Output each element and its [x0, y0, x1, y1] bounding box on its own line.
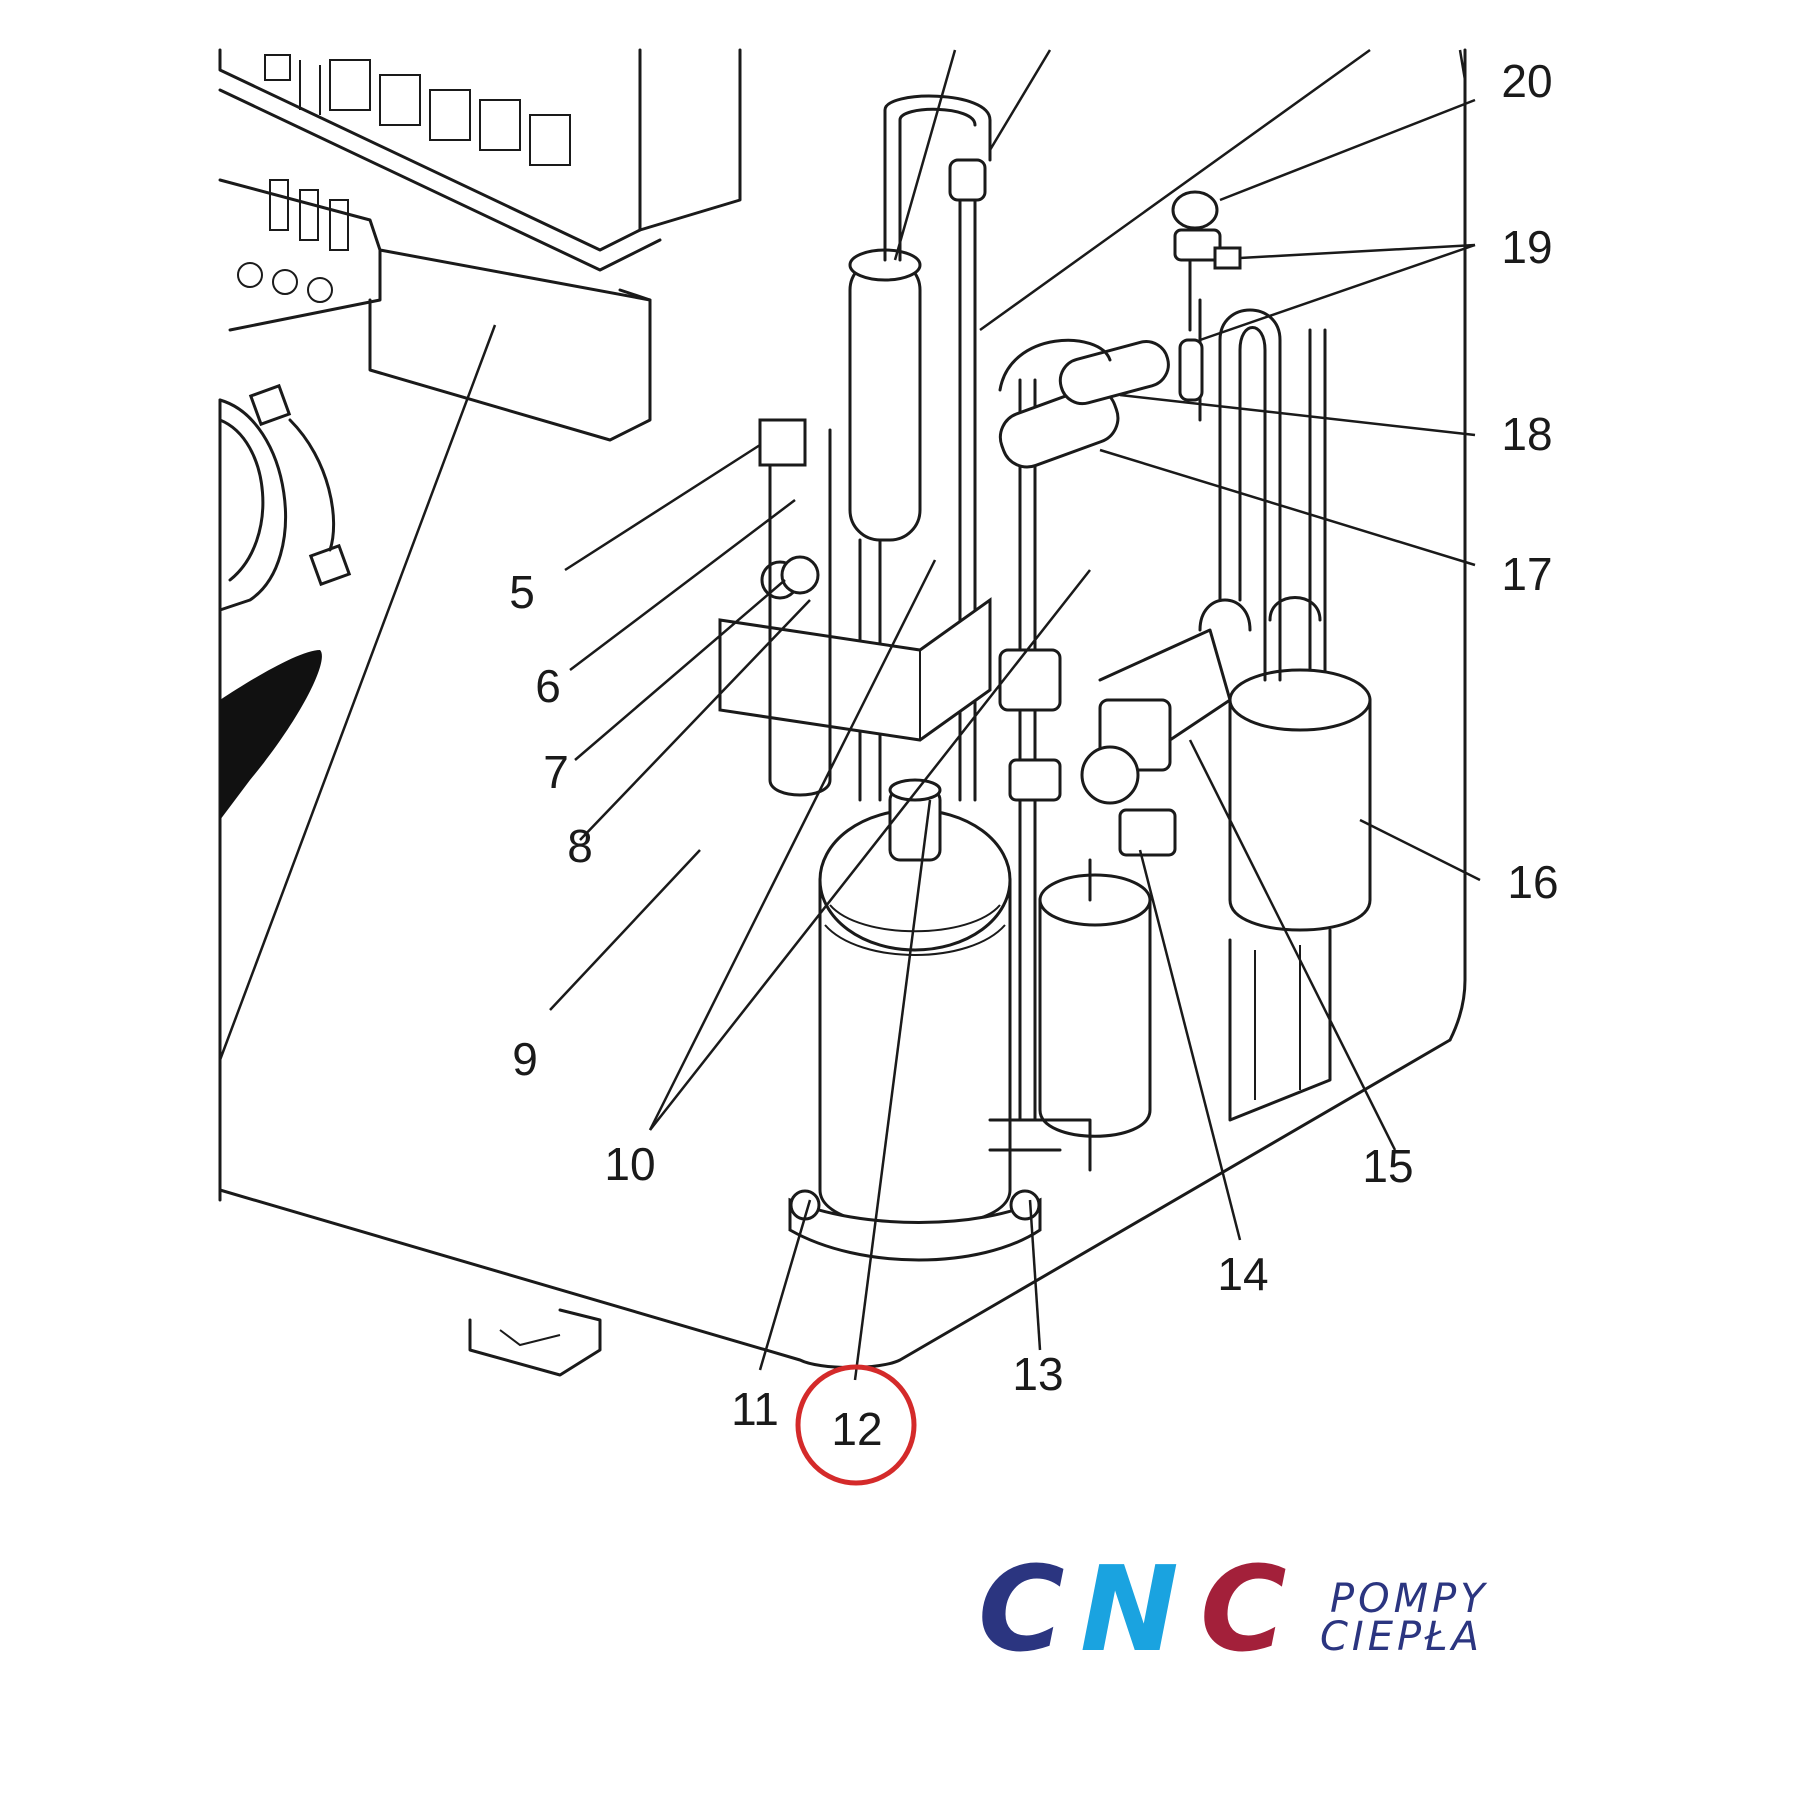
callout-19: 19 — [1501, 221, 1552, 273]
callout-20: 20 — [1501, 55, 1552, 107]
pressure-switch — [1171, 190, 1242, 402]
callout-15: 15 — [1362, 1140, 1413, 1192]
four-way-valve — [998, 338, 1170, 469]
callout-17: 17 — [1501, 548, 1552, 600]
cnc-logo: C N C POMPY CIEPŁA — [978, 1540, 1489, 1678]
mounting-bracket — [718, 597, 992, 742]
solenoid-valve — [758, 418, 832, 797]
callout-18: 18 — [1501, 408, 1552, 460]
callout-13: 13 — [1012, 1348, 1063, 1400]
unit-housing — [218, 48, 1467, 1377]
leader-lines — [218, 48, 1481, 1381]
callout-16: 16 — [1507, 856, 1558, 908]
callout-14: 14 — [1217, 1248, 1268, 1300]
logo-letter-c2: C — [1200, 1540, 1287, 1678]
compressor — [788, 778, 1042, 1262]
callout-11: 11 — [731, 1383, 779, 1435]
service-valves — [998, 628, 1232, 857]
oil-separator — [1198, 308, 1372, 1122]
logo-letter-c1: C — [978, 1540, 1065, 1678]
callout-8: 8 — [567, 820, 593, 872]
callout-7: 7 — [543, 746, 569, 798]
highlight-circle — [795, 1364, 917, 1486]
logo-pompy: POMPY — [1330, 1576, 1489, 1622]
logo-letter-n: N — [1080, 1540, 1179, 1678]
callout-6: 6 — [535, 660, 561, 712]
callout-labels: 5 6 7 8 9 10 11 12 13 14 15 16 17 18 19 … — [509, 55, 1558, 1455]
callout-10: 10 — [604, 1138, 655, 1190]
callout-5: 5 — [509, 566, 535, 618]
receiver-tank — [988, 858, 1152, 1172]
callout-9: 9 — [512, 1033, 538, 1085]
callout-12: 12 — [831, 1403, 882, 1455]
accumulator — [848, 94, 992, 542]
logo-ciepla: CIEPŁA — [1320, 1614, 1483, 1660]
